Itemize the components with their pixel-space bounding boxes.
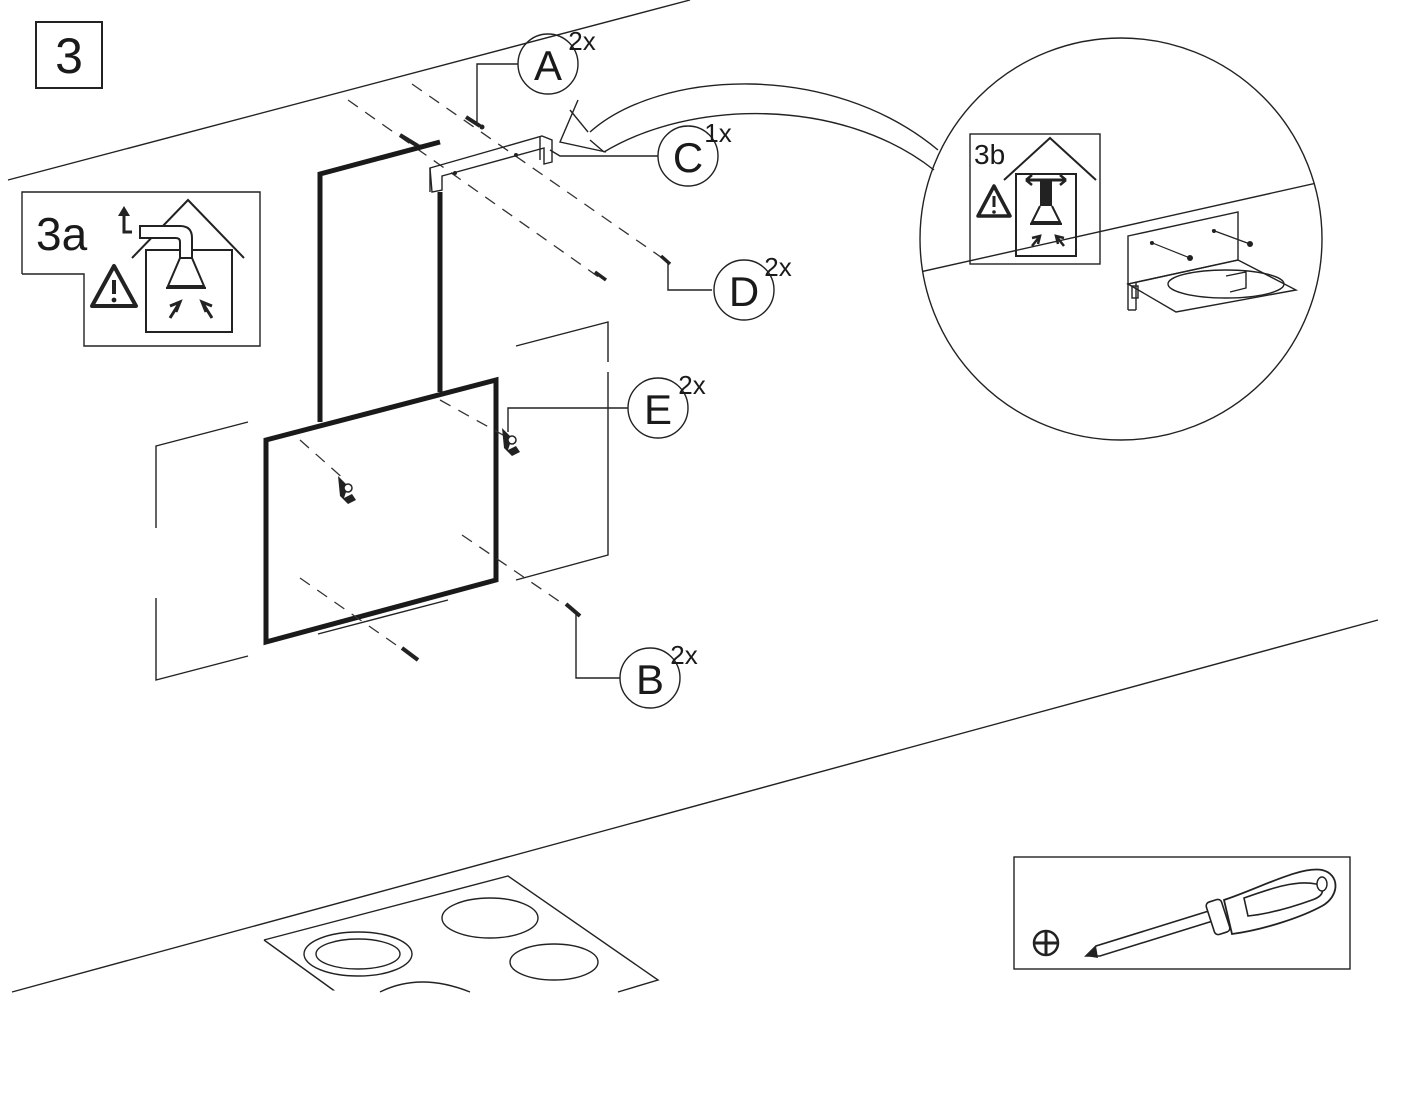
warning-triangle-icon bbox=[976, 184, 1012, 218]
variant-3b-panel: 3b bbox=[969, 133, 1101, 265]
house-extraction-icon bbox=[1003, 136, 1097, 257]
fastener-e-right bbox=[502, 428, 520, 456]
wall-ceiling-lines bbox=[7, 0, 1379, 993]
phillips-head-icon bbox=[1032, 929, 1060, 957]
screw-b-right bbox=[564, 602, 582, 618]
callout-a-qty: 2x bbox=[568, 26, 595, 56]
wall-outline bbox=[155, 321, 609, 681]
callout-e: E 2x bbox=[627, 370, 706, 439]
fastener-e-left bbox=[338, 476, 356, 504]
callout-b: B 2x bbox=[619, 640, 698, 709]
warning-triangle-icon bbox=[90, 264, 138, 308]
step-number-box: 3 bbox=[35, 21, 103, 89]
hood-chimney bbox=[317, 139, 443, 422]
tool-box bbox=[1013, 856, 1351, 970]
screw-a-right bbox=[464, 115, 485, 130]
house-hood-icon bbox=[131, 198, 245, 333]
step-number: 3 bbox=[55, 28, 83, 84]
callout-b-qty: 2x bbox=[670, 640, 697, 670]
return-arrow-icon bbox=[118, 206, 132, 234]
panel-dashed-lines bbox=[299, 399, 573, 657]
screw-b-left bbox=[400, 646, 420, 662]
alignment-dashed-lines bbox=[347, 83, 669, 279]
variant-3a-label: 3a bbox=[36, 208, 88, 260]
callout-a-letter: A bbox=[534, 42, 562, 89]
callout-c: C 1x bbox=[657, 118, 732, 187]
callout-b-letter: B bbox=[636, 656, 664, 703]
bracket-c bbox=[429, 135, 553, 193]
variant-3b-label: 3b bbox=[974, 139, 1005, 170]
callout-c-qty: 1x bbox=[704, 118, 731, 148]
callout-e-letter: E bbox=[644, 386, 672, 433]
callout-e-qty: 2x bbox=[678, 370, 705, 400]
zoom-bracket bbox=[1126, 211, 1299, 313]
callout-c-letter: C bbox=[673, 134, 703, 181]
callout-d: D 2x bbox=[713, 252, 792, 321]
cooktop bbox=[263, 875, 660, 994]
variant-3a-panel: 3a bbox=[21, 191, 261, 347]
screw-d-left bbox=[593, 270, 608, 282]
callout-a: A 2x bbox=[517, 26, 596, 95]
phillips-screwdriver-icon bbox=[1084, 868, 1337, 958]
leader-lines bbox=[476, 63, 712, 679]
callout-d-qty: 2x bbox=[764, 252, 791, 282]
hood-panel bbox=[263, 376, 499, 646]
callout-d-letter: D bbox=[729, 268, 759, 315]
curved-arrow bbox=[559, 83, 939, 171]
zoom-detail-circle: 3b bbox=[919, 37, 1323, 441]
